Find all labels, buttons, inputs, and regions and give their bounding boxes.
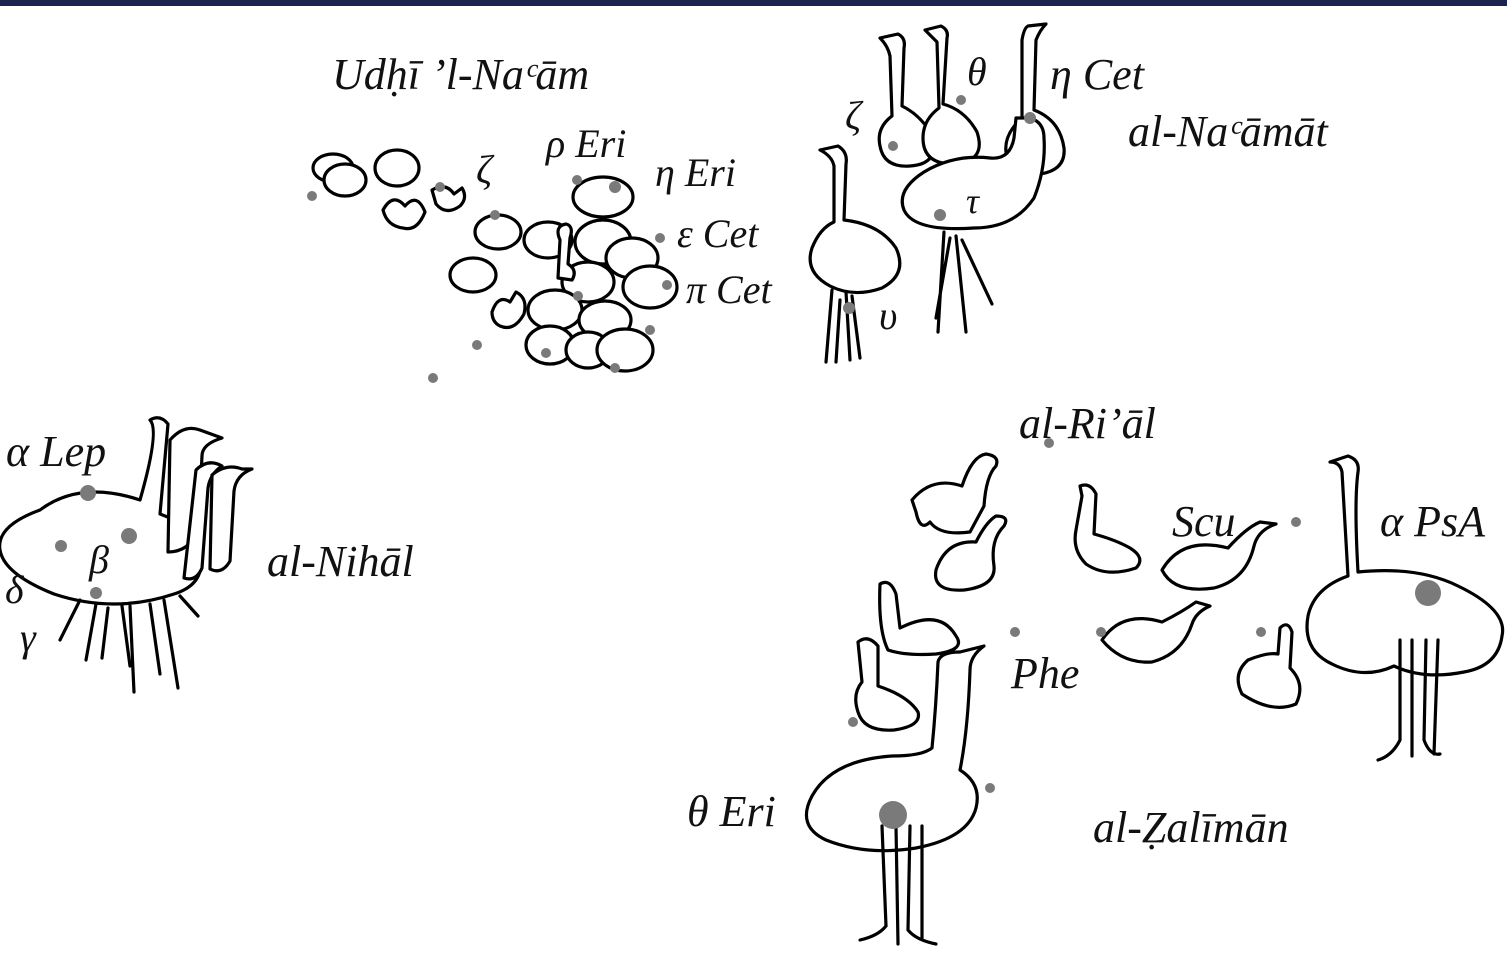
label-al-zaliman: al-Ẓalīmān [1093, 806, 1289, 850]
star-markers [55, 95, 1441, 829]
star-dot [1096, 627, 1106, 637]
label-eta-eri: η Eri [655, 153, 736, 193]
star-dot [645, 325, 655, 335]
star-dot [848, 717, 858, 727]
star-dot [609, 181, 621, 193]
star-dot [956, 95, 966, 105]
star-dot [55, 540, 67, 552]
star-dot [1291, 517, 1301, 527]
star-dot [1024, 112, 1036, 124]
label-pi-cet: π Cet [686, 270, 772, 310]
label-epsilon-cet: ε Cet [677, 214, 758, 254]
star-dot [843, 302, 855, 314]
label-gamma: γ [20, 618, 36, 658]
star-dot [573, 291, 583, 301]
label-al-naamat: al-Naᶜāmāt [1128, 110, 1328, 154]
label-alpha-lep: α Lep [6, 430, 106, 474]
star-dot [888, 141, 898, 151]
label-theta-eri: θ Eri [687, 790, 776, 834]
star-dot [1415, 580, 1441, 606]
label-zeta-top: ζ [845, 96, 861, 136]
star-dot [472, 340, 482, 350]
star-dot [934, 209, 946, 221]
egg-cluster-figure [313, 150, 677, 371]
label-scu: Scu [1172, 500, 1236, 544]
star-dot [655, 233, 665, 243]
label-phe: Phe [1011, 652, 1079, 696]
label-zeta-eggs: ζ [476, 150, 492, 190]
star-dot [662, 280, 672, 290]
star-dot [879, 801, 907, 829]
star-dot [572, 175, 582, 185]
label-eta-cet: η Cet [1050, 53, 1144, 97]
ostrich-large-right-figure [1307, 456, 1503, 675]
label-beta: β [89, 540, 109, 580]
star-dot [307, 191, 317, 201]
label-al-rial: al-Ri’āl [1019, 402, 1156, 446]
star-dot [1010, 627, 1020, 637]
star-dot [428, 373, 438, 383]
star-dot [435, 182, 445, 192]
label-tau: τ [966, 183, 979, 219]
label-udhi-al-naam: Udḥī ’l-Naᶜām [332, 53, 589, 97]
star-dot [490, 210, 500, 220]
ostrich-flock-left-legs [60, 596, 198, 692]
star-dot [985, 783, 995, 793]
star-dot [610, 363, 620, 373]
ostrich-flock-top-figure [810, 24, 1064, 293]
star-dot [121, 528, 137, 544]
label-alpha-psa: α PsA [1380, 500, 1485, 544]
star-dot [80, 485, 96, 501]
star-dot [1256, 627, 1266, 637]
label-theta-top: θ [967, 52, 987, 92]
label-upsilon: υ [879, 296, 897, 336]
star-dot [541, 348, 551, 358]
star-dot [90, 587, 102, 599]
label-rho-eri: ρ Eri [546, 124, 626, 164]
label-al-nihal: al-Nihāl [267, 540, 414, 584]
label-delta: δ [5, 570, 24, 610]
